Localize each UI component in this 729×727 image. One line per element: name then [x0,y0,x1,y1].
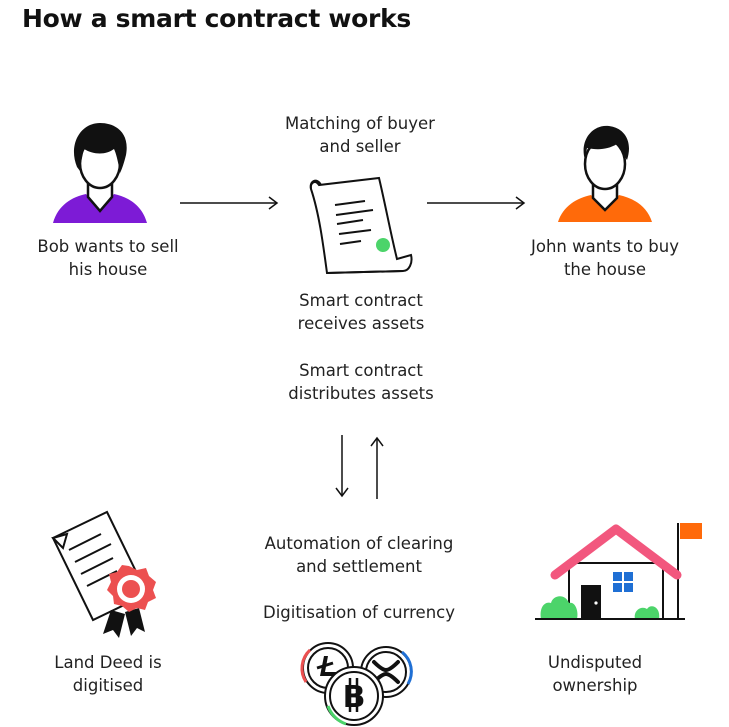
cryptocurrency-coins-icon: B [300,642,413,726]
bob-avatar-icon [53,123,147,223]
house-with-flag-icon [535,523,702,620]
land-deed-certificate-icon [51,510,156,638]
receives-label: Smart contract receives assets [297,291,425,333]
arrow-up-icon [370,436,384,499]
john-label: John wants to buy the house [530,237,679,279]
john-avatar-icon [558,125,652,222]
ownership-label: Undisputed ownership [547,653,643,695]
arrow-to-john-icon [427,196,526,210]
bob-label: Bob wants to sell his house [37,237,179,279]
matching-label: Matching of buyer and seller [285,114,435,156]
digitisation-label: Digitisation of currency [263,603,455,622]
automation-label: Automation of clearing and settlement [264,534,454,576]
distributes-label: Smart contract distributes assets [288,361,434,403]
svg-text:B: B [343,680,366,715]
contract-scroll-icon [309,176,413,275]
arrow-to-contract-icon [180,196,279,210]
arrow-down-icon [335,435,349,498]
diagram-title: How a smart contract works [22,4,411,33]
land-deed-label: Land Deed is digitised [54,653,162,695]
